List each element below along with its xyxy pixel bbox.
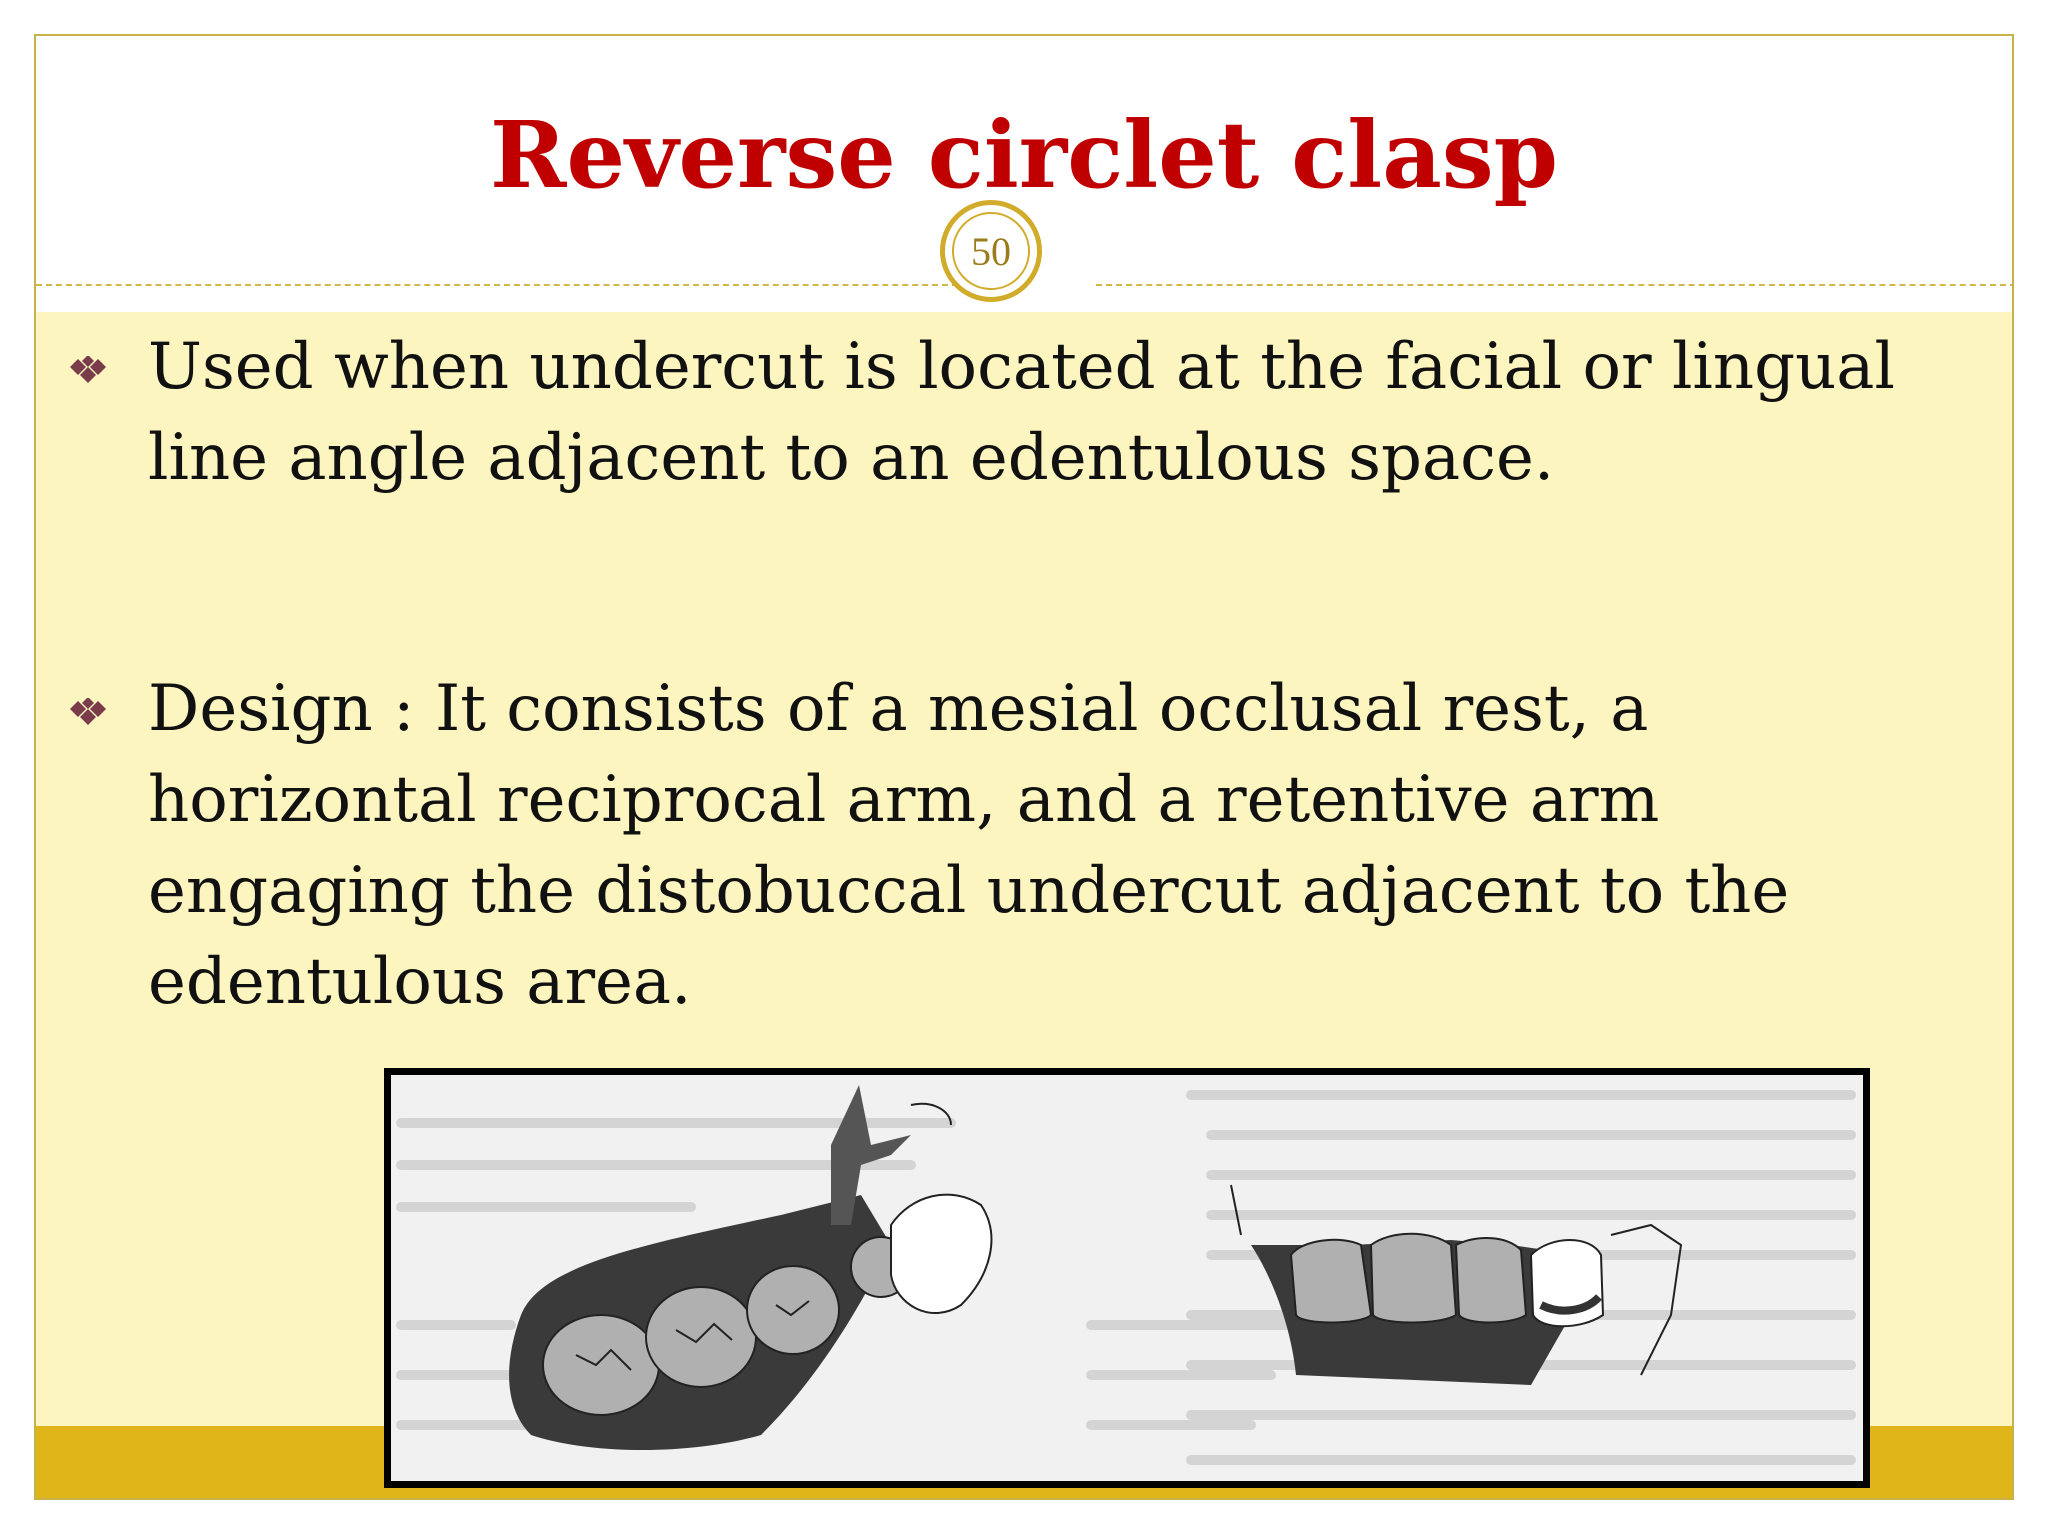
title-divider-left: [36, 284, 958, 286]
four-diamond-bullet-icon: [70, 356, 106, 383]
four-diamond-bullet-icon: [70, 698, 106, 725]
page-number: 50: [952, 212, 1030, 290]
slide-title: Reverse circlet clasp: [490, 101, 1558, 209]
title-divider-right: [1096, 284, 2012, 286]
bullet-item: Design : It consists of a mesial occlusa…: [64, 664, 1904, 1028]
dental-clasp-diagram: [396, 1085, 1856, 1465]
bullet-item: Used when undercut is located at the fac…: [64, 322, 1904, 504]
page-number-badge: 50: [940, 200, 1042, 302]
bullet-text: Used when undercut is located at the fac…: [148, 330, 1895, 495]
clasp-diagram-figure: [384, 1068, 1870, 1488]
bullet-text: Design : It consists of a mesial occlusa…: [148, 672, 1790, 1019]
